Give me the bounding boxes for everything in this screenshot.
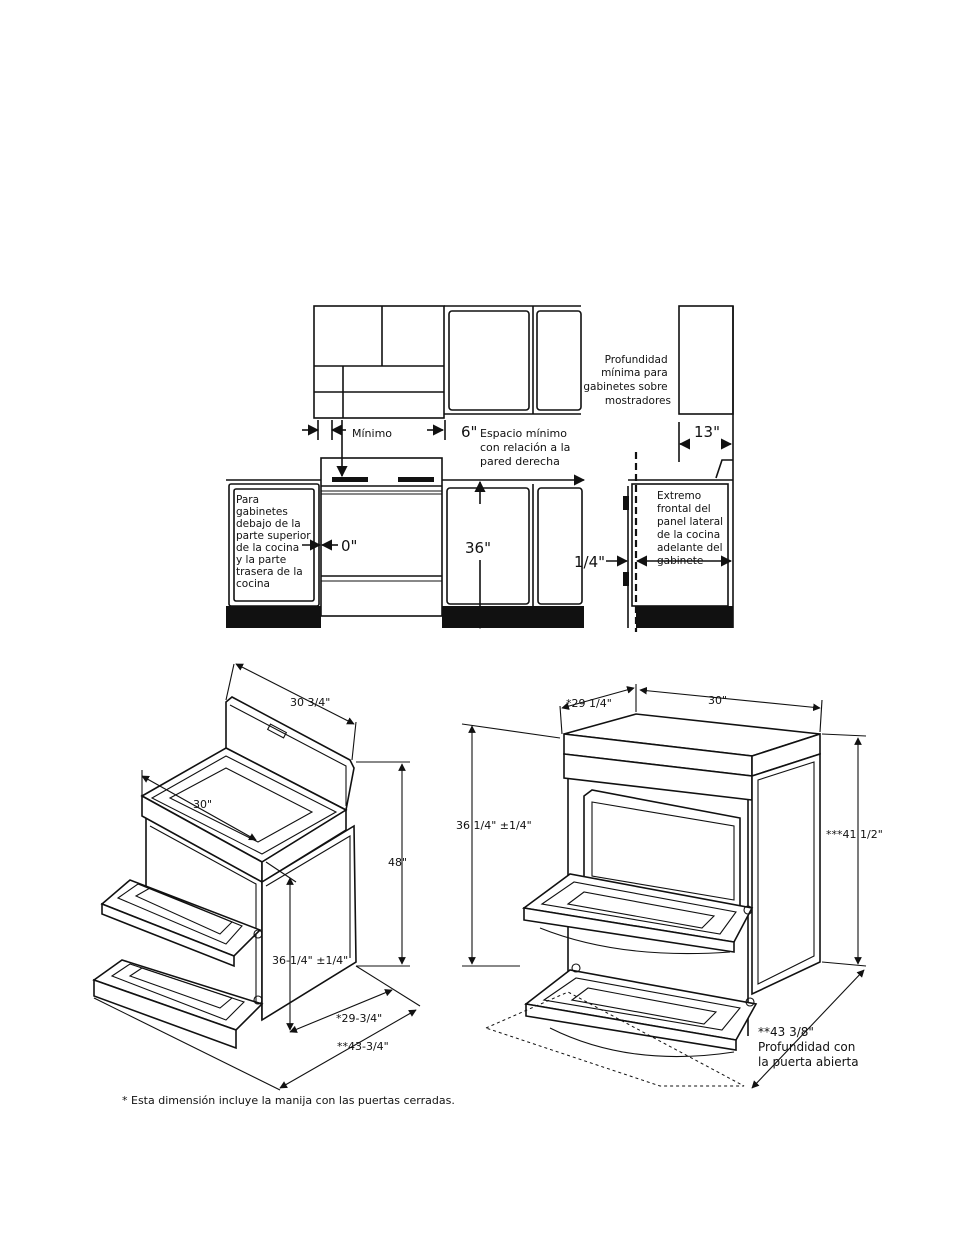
upper-cabinet-left: [313, 305, 445, 419]
oven-cavity: [583, 789, 741, 909]
range-right-side: [751, 752, 821, 996]
top-width-label: 30 3/4": [290, 696, 330, 709]
open-door-footprint: [484, 991, 745, 1087]
floor-left: [226, 606, 321, 628]
minimum-label: Mínimo: [352, 427, 392, 440]
right-height-label: 36 1/4" ±1/4": [456, 819, 532, 832]
cabinet-depth-note: Profundidad mínima para gabinetes sobre …: [583, 354, 671, 407]
open-depth-note: **43 3/8" Profundidad con la puerta abie…: [758, 1025, 859, 1069]
cooktop-height-label: 36-1/4" ±1/4": [272, 954, 348, 967]
floor-right: [442, 606, 584, 628]
depth-closed-label: *29-3/4": [336, 1012, 382, 1025]
right-range-isometric: *29 1/4" 30" 36 1/4" ±1/4" ***41 1/2" **…: [456, 684, 883, 1089]
floor-side: [636, 606, 733, 628]
right-wall-note: Espacio mínimo con relación a la pared d…: [480, 427, 574, 468]
right-total-height-label: ***41 1/2": [826, 828, 883, 841]
side-panel-note: Extremo frontal del panel lateral de la …: [657, 490, 726, 567]
zero-gap-label: 0": [341, 537, 357, 555]
upper-cabinet-right: [444, 305, 582, 415]
side-clearance-label: 6": [461, 423, 477, 441]
depth-13-label: 13": [694, 423, 720, 441]
range-front: [320, 457, 443, 617]
depth-open-label: **43-3/4": [337, 1040, 389, 1053]
control-display: [266, 723, 288, 739]
footnote: * Esta dimensión incluye la manija con l…: [122, 1094, 455, 1107]
left-range-isometric: 30 3/4" 30" 48" 36-1/4" ±1/4" *29-3/4" *…: [92, 663, 421, 1091]
side-elevation-view: Profundidad mínima para gabinetes sobre …: [574, 305, 734, 632]
quarter-inch-label: 1/4": [574, 553, 605, 571]
under-cabinet-note: Para gabinetes debajo de la parte superi…: [236, 494, 314, 590]
front-elevation-view: Mínimo 6" Espacio mínimo con relación a …: [226, 305, 586, 630]
total-height-label: 48": [388, 856, 407, 869]
height-36-label: 36": [465, 539, 491, 557]
cooktop-width-label: 30": [193, 798, 212, 811]
right-width-label: 30": [708, 694, 727, 707]
lower-cabinet-right: [442, 474, 586, 606]
right-depth-label: *29 1/4": [566, 697, 612, 710]
upper-cabinet-side: [678, 305, 734, 415]
